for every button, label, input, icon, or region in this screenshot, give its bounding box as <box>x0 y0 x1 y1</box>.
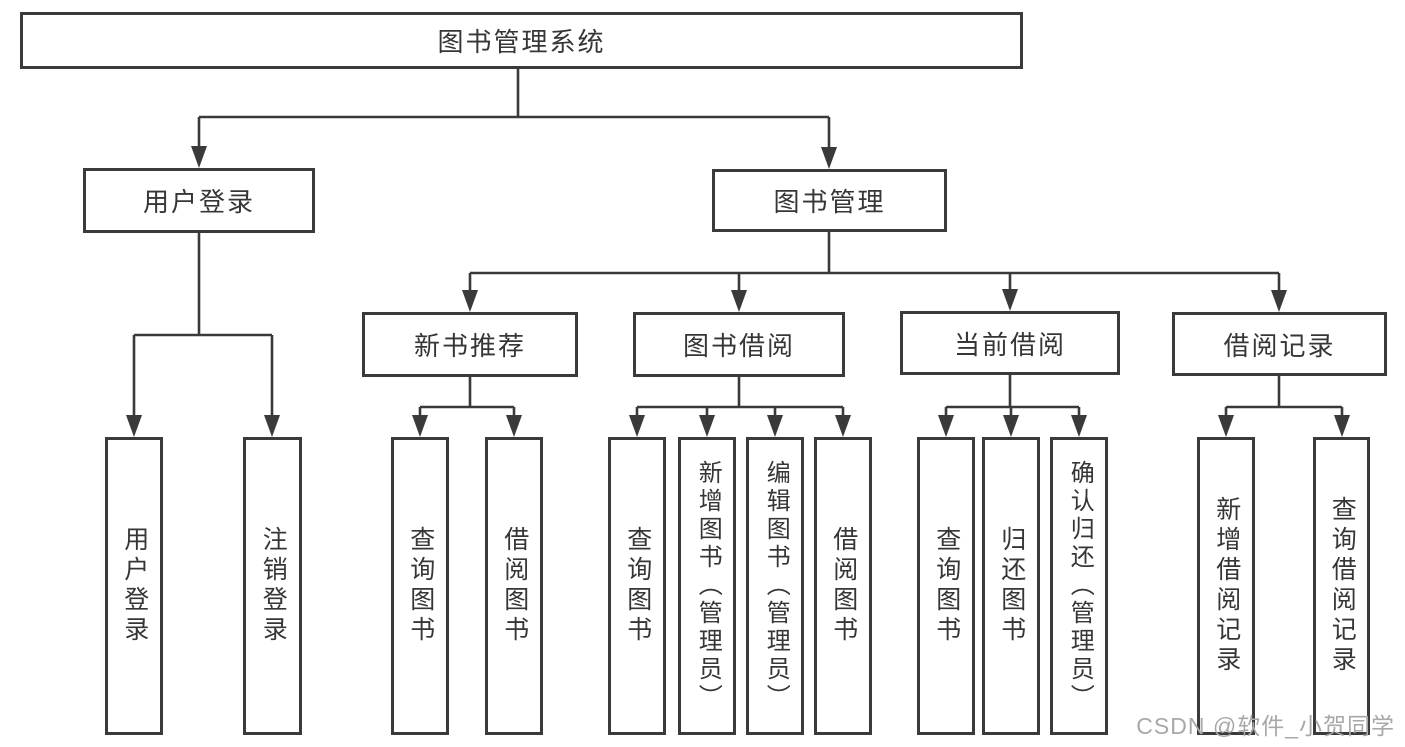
leaf-borrowing-edit-books-admin: 编辑图书（管理员） <box>746 437 804 735</box>
node-book-management-label: 图书管理 <box>773 187 886 217</box>
leaf-recommend-query-books: 查询图书 <box>391 437 449 735</box>
leaf-records-query-borrow-record: 查询借阅记录 <box>1313 437 1370 735</box>
node-borrowing-records: 借阅记录 <box>1172 312 1387 376</box>
leaf-borrowing-query-books-label: 查询图书 <box>623 526 652 646</box>
leaf-borrowing-query-books: 查询图书 <box>608 437 666 735</box>
node-book-borrowing: 图书借阅 <box>633 312 845 377</box>
leaf-logout: 注销登录 <box>243 437 302 735</box>
leaf-current-return-books: 归还图书 <box>982 437 1040 735</box>
node-book-management: 图书管理 <box>712 169 947 232</box>
leaf-current-confirm-return-admin: 确认归还（管理员） <box>1050 437 1108 735</box>
leaf-user-login-label: 用户登录 <box>120 526 149 646</box>
leaf-recommend-borrow-books-label: 借阅图书 <box>500 526 529 646</box>
leaf-borrowing-borrow-books-label: 借阅图书 <box>829 526 858 646</box>
leaf-borrowing-edit-books-admin-label: 编辑图书（管理员） <box>762 460 790 712</box>
node-user-login-label: 用户登录 <box>142 187 255 217</box>
leaf-user-login: 用户登录 <box>105 437 163 735</box>
leaf-borrowing-add-books-admin: 新增图书（管理员） <box>678 437 736 735</box>
leaf-records-add-borrow-record: 新增借阅记录 <box>1197 437 1255 735</box>
leaf-borrowing-borrow-books: 借阅图书 <box>814 437 872 735</box>
leaf-recommend-query-books-label: 查询图书 <box>406 526 435 646</box>
node-current-borrowing-label: 当前借阅 <box>953 329 1066 360</box>
leaf-borrowing-add-books-admin-label: 新增图书（管理员） <box>694 460 722 712</box>
leaf-current-query-books: 查询图书 <box>917 437 975 735</box>
node-library-management-system-label: 图书管理系统 <box>437 27 606 57</box>
leaf-logout-label: 注销登录 <box>259 526 288 646</box>
leaf-recommend-borrow-books: 借阅图书 <box>485 437 543 735</box>
node-new-book-recommendation-label: 新书推荐 <box>413 331 526 361</box>
leaf-records-add-borrow-record-label: 新增借阅记录 <box>1212 496 1241 676</box>
leaf-records-query-borrow-record-label: 查询借阅记录 <box>1328 496 1357 676</box>
csdn-watermark: CSDN @软件_小贺同学 <box>1136 713 1395 739</box>
node-user-login: 用户登录 <box>83 168 315 233</box>
node-current-borrowing: 当前借阅 <box>900 311 1120 375</box>
leaf-current-return-books-label: 归还图书 <box>997 526 1026 646</box>
leaf-current-confirm-return-admin-label: 确认归还（管理员） <box>1066 460 1094 712</box>
leaf-current-query-books-label: 查询图书 <box>932 526 961 646</box>
node-borrowing-records-label: 借阅记录 <box>1223 330 1336 361</box>
node-library-management-system: 图书管理系统 <box>20 12 1023 69</box>
node-new-book-recommendation: 新书推荐 <box>362 312 578 377</box>
node-book-borrowing-label: 图书借阅 <box>682 331 795 361</box>
